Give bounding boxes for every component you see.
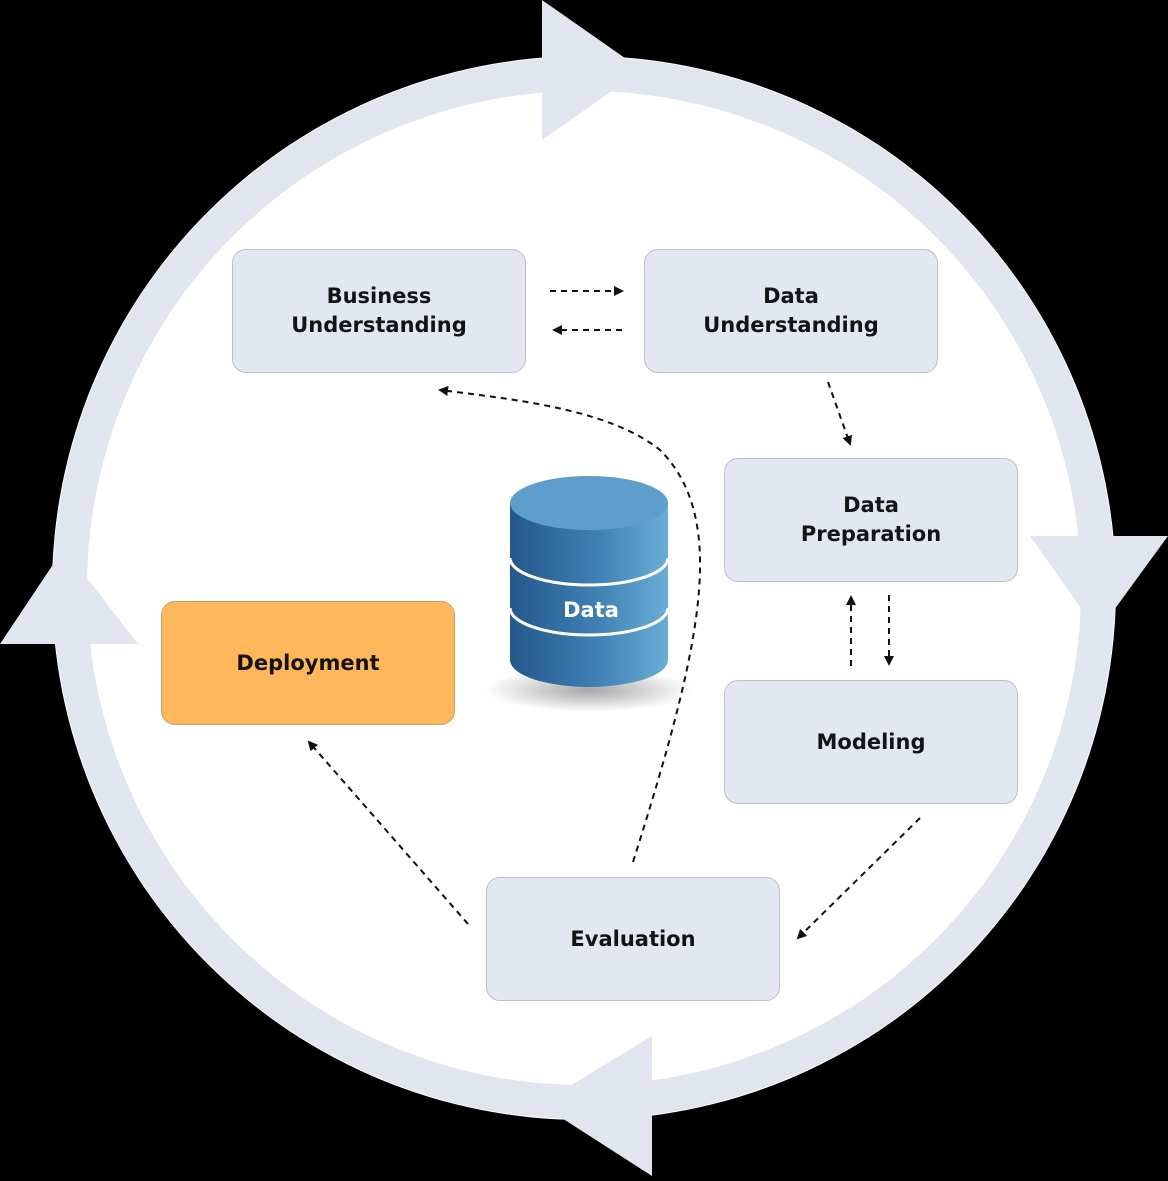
stage-deployment: Deployment xyxy=(161,601,455,725)
database-icon xyxy=(484,476,694,712)
stage-data-preparation: Data Preparation xyxy=(724,458,1018,582)
stage-data-understanding-label: Data Understanding xyxy=(703,284,879,337)
stage-modeling-label: Modeling xyxy=(816,729,926,754)
stage-modeling: Modeling xyxy=(724,680,1018,804)
stage-deployment-label: Deployment xyxy=(236,650,380,675)
cycle-arrow-left-icon xyxy=(0,548,138,644)
stage-data-understanding: Data Understanding xyxy=(644,249,938,373)
stage-business-understanding-label: Business Understanding xyxy=(291,284,467,337)
cycle-arrow-top-icon xyxy=(542,0,642,140)
stage-evaluation-label: Evaluation xyxy=(570,926,696,951)
arrow-evaluation-to-deployment xyxy=(307,740,469,925)
stage-business-understanding: Business Understanding xyxy=(232,249,526,373)
database-label: Data xyxy=(563,598,619,622)
stage-evaluation: Evaluation xyxy=(486,877,780,1001)
cycle-arrow-right-icon xyxy=(1030,536,1168,632)
cycle-arrow-bottom-icon xyxy=(540,1036,652,1176)
stage-data-preparation-label: Data Preparation xyxy=(800,493,942,546)
